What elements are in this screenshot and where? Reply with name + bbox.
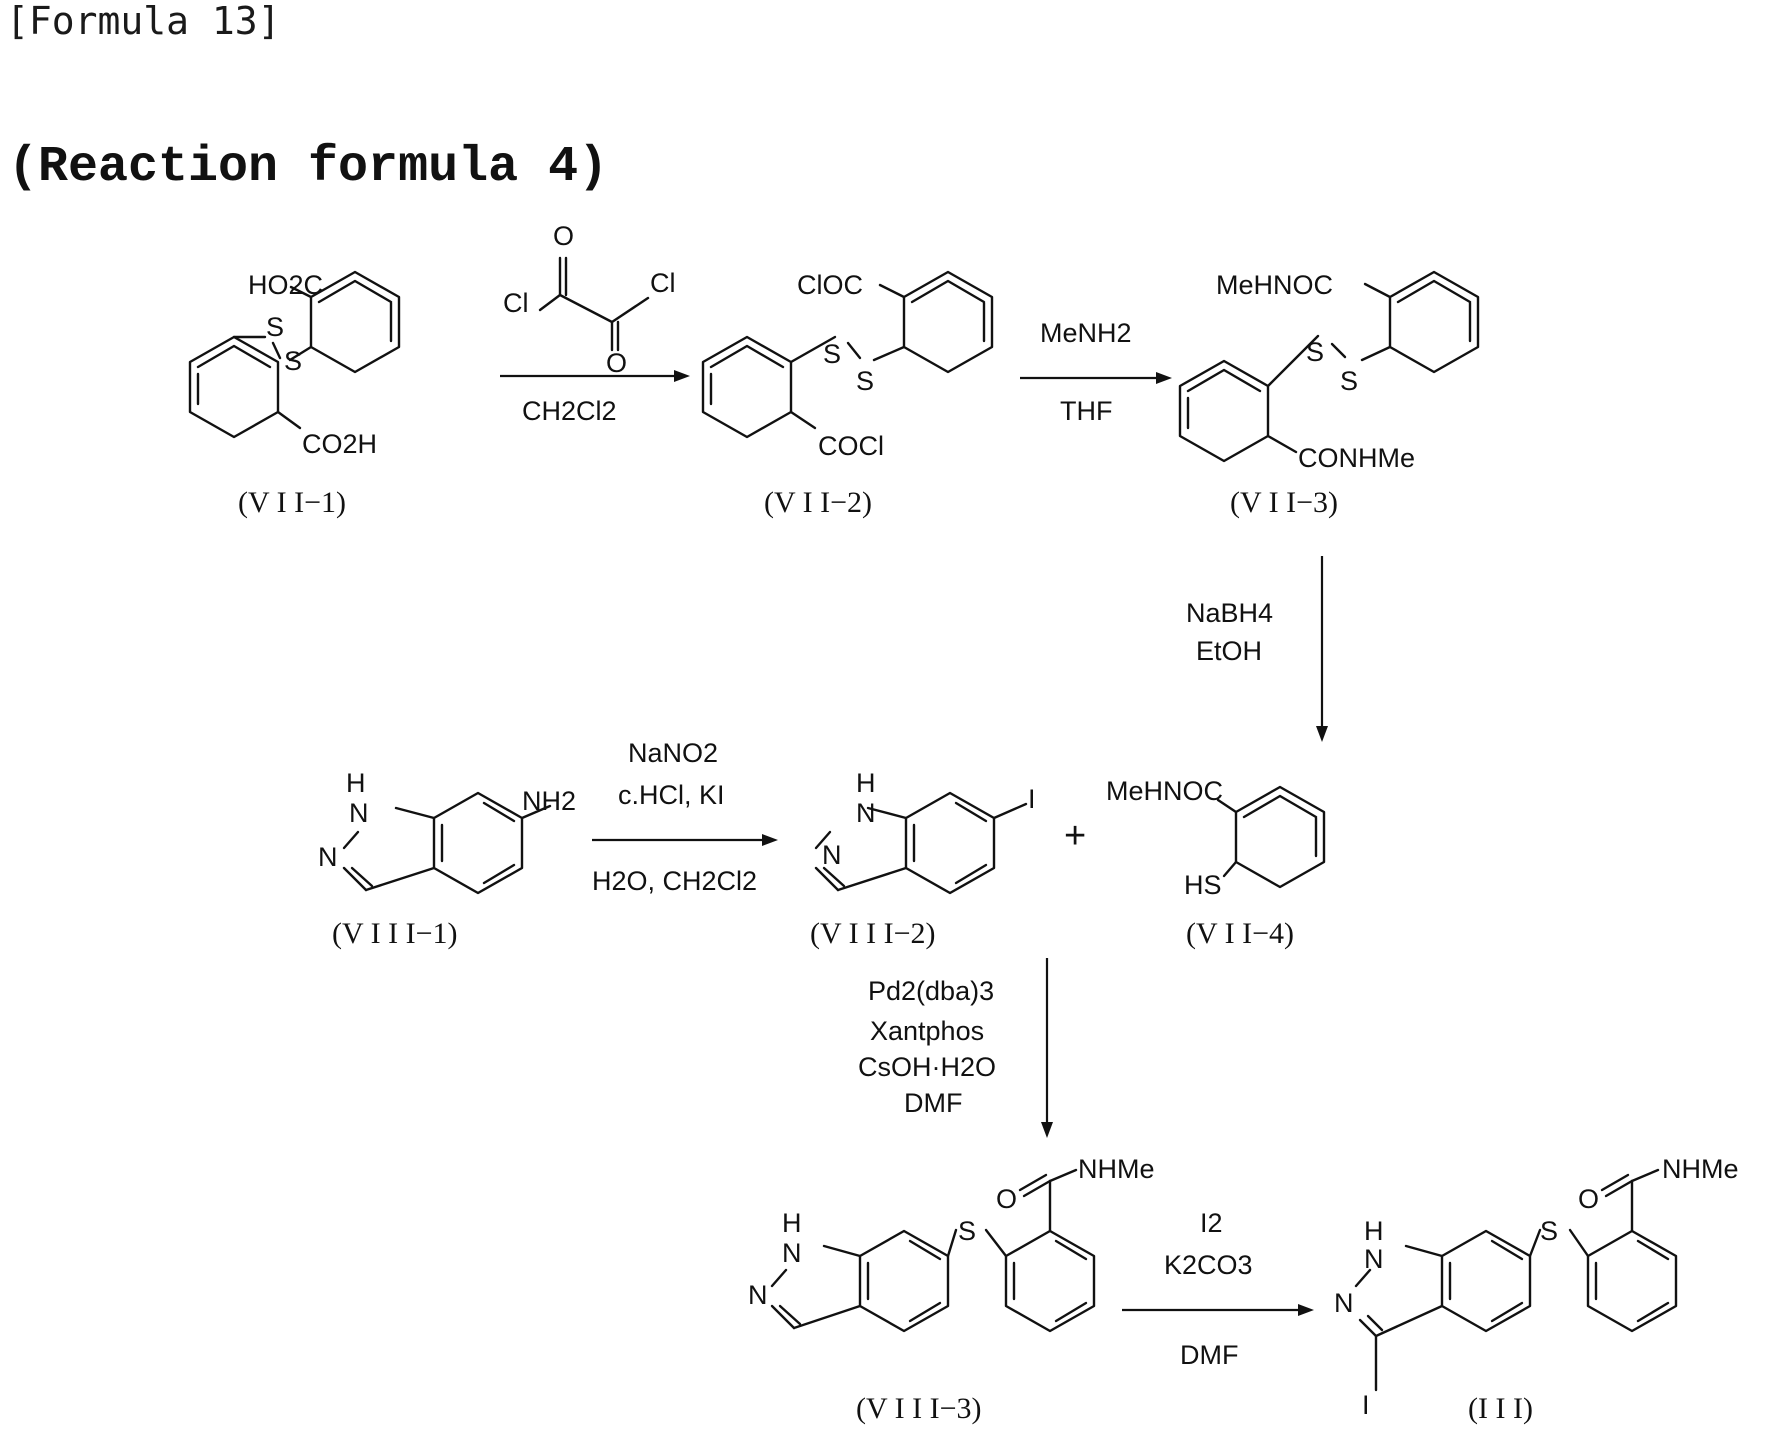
vii1-group-top: HO2C: [248, 270, 323, 300]
viii1-n1: N: [349, 798, 369, 828]
formula-label: [Formula 13]: [6, 0, 281, 43]
compound-vii-1: HO2C S S CO2H (V I I−1): [190, 270, 399, 519]
compound-vii-2: ClOC S S COCl (V I I−2): [703, 270, 992, 519]
vii3-label: (V I I−3): [1230, 486, 1338, 519]
oxalyl-o2: O: [606, 348, 627, 378]
iii-n2: N: [1334, 1288, 1354, 1318]
vii3-group-bottom: CONHMe: [1298, 443, 1415, 473]
step4-line1: NaNO2: [628, 738, 718, 768]
vii4-label: (V I I−4): [1186, 917, 1294, 950]
viii2-iodo: I: [1028, 784, 1036, 814]
scheme-title: (Reaction formula 4): [8, 139, 608, 196]
step5-line4: DMF: [904, 1088, 962, 1118]
vii1-sulfur-2: S: [284, 346, 302, 376]
iii-sulfur: S: [1540, 1216, 1558, 1246]
viii3-label: (V I I I−3): [856, 1392, 982, 1425]
step6-line2: K2CO3: [1164, 1250, 1253, 1280]
plus-sign: +: [1064, 815, 1086, 857]
viii1-label: (V I I I−1): [332, 917, 458, 950]
viii1-n2: N: [318, 842, 338, 872]
iii-oxygen: O: [1578, 1184, 1599, 1214]
compound-iii: H N N I S O NHMe (I I I): [1334, 1154, 1739, 1425]
viii2-n2: N: [822, 840, 842, 870]
compound-vii-3: MeHNOC S S CONHMe (V I I−3): [1180, 270, 1478, 519]
step3-line2: EtOH: [1196, 636, 1262, 666]
vii2-sulfur-2: S: [856, 366, 874, 396]
vii3-group-top: MeHNOC: [1216, 270, 1333, 300]
iii-nh-h: H: [1364, 1216, 1384, 1246]
viii2-nh-h: H: [856, 768, 876, 798]
oxalyl-cl2: Cl: [650, 268, 676, 298]
iii-label: (I I I): [1468, 1392, 1533, 1425]
step1-below: CH2Cl2: [522, 396, 617, 426]
compound-viii-1: H N N NH2 (V I I I−1): [318, 768, 576, 950]
viii1-amino: NH2: [522, 786, 576, 816]
vii4-thiol: HS: [1184, 870, 1222, 900]
step5-line2: Xantphos: [870, 1016, 984, 1046]
step5-line1: Pd2(dba)3: [868, 976, 994, 1006]
viii1-nh-h: H: [346, 768, 366, 798]
oxalyl-o1: O: [553, 221, 574, 251]
step6-line1: I2: [1200, 1208, 1223, 1238]
step5-line3: CsOH·H2O: [858, 1052, 996, 1082]
viii3-n1: N: [782, 1238, 802, 1268]
vii4-group-top: MeHNOC: [1106, 776, 1223, 806]
viii3-n2: N: [748, 1280, 768, 1310]
viii2-label: (V I I I−2): [810, 917, 936, 950]
step2-above: MeNH2: [1040, 318, 1132, 348]
vii3-sulfur-2: S: [1340, 366, 1358, 396]
iii-iodo: I: [1362, 1390, 1370, 1420]
step3-line1: NaBH4: [1186, 598, 1273, 628]
viii3-sulfur: S: [958, 1216, 976, 1246]
vii2-group-bottom: COCl: [818, 431, 884, 461]
compound-viii-2: H N N I (V I I I−2): [810, 768, 1036, 950]
oxalyl-cl1: Cl: [503, 288, 529, 318]
step4-line2: c.HCl, KI: [618, 780, 725, 810]
vii1-sulfur-1: S: [266, 312, 284, 342]
viii3-nh-h: H: [782, 1208, 802, 1238]
iii-n1: N: [1364, 1244, 1384, 1274]
vii2-label: (V I I−2): [764, 486, 872, 519]
compound-viii-3: H N N S O NHMe (V I I I−3): [748, 1154, 1155, 1425]
compound-vii-4: MeHNOC HS (V I I−4): [1106, 776, 1324, 950]
vii1-group-bottom: CO2H: [302, 429, 377, 459]
step4-below: H2O, CH2Cl2: [592, 866, 757, 896]
iii-amide: NHMe: [1662, 1154, 1739, 1184]
vii1-label: (V I I−1): [238, 486, 346, 519]
viii2-n1: N: [856, 798, 876, 828]
vii2-group-top: ClOC: [797, 270, 863, 300]
viii3-oxygen: O: [996, 1184, 1017, 1214]
viii3-amide: NHMe: [1078, 1154, 1155, 1184]
step2-below: THF: [1060, 396, 1112, 426]
oxalyl-chloride: O Cl Cl O: [503, 221, 676, 378]
step6-below: DMF: [1180, 1340, 1238, 1370]
vii2-sulfur-1: S: [823, 339, 841, 369]
vii3-sulfur-1: S: [1306, 337, 1324, 367]
